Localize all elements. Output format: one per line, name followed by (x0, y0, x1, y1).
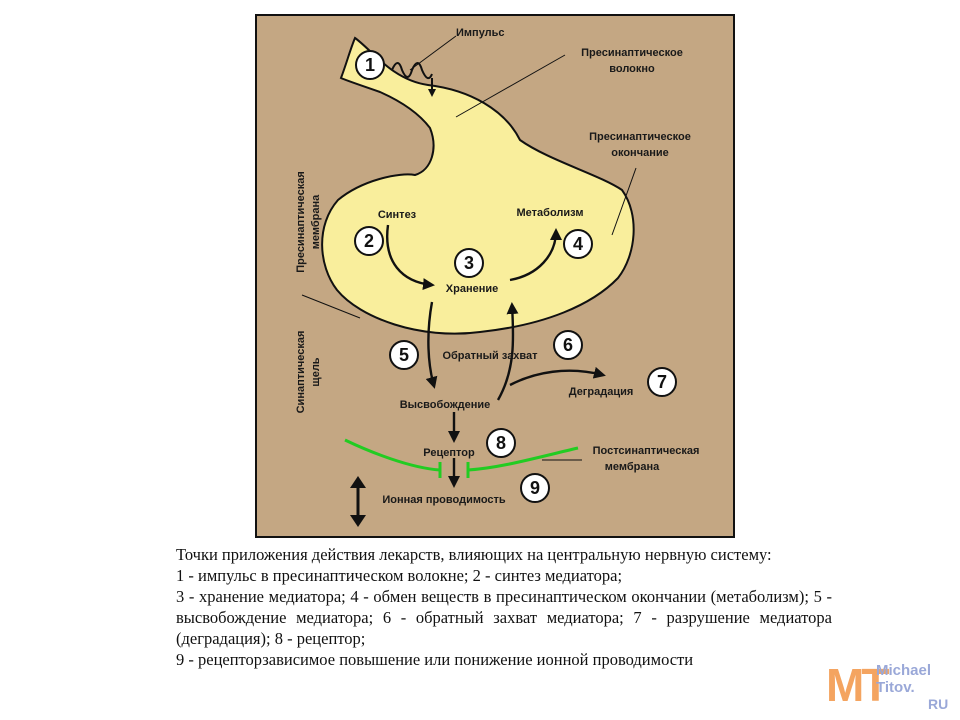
number-5: 5 (399, 345, 409, 365)
logo-name: Michael Titov. (876, 662, 931, 696)
synapse-diagram: 1 2 3 4 5 6 7 8 9 Импульс Пресинаптическ… (255, 14, 735, 538)
postsynaptic-membrane (344, 438, 579, 472)
label-metabolism: Метаболизм (517, 207, 584, 219)
number-6: 6 (563, 335, 573, 355)
figure-caption: Точки приложения действия лекарств, влия… (176, 544, 832, 670)
number-4: 4 (573, 234, 583, 254)
leader-lines (301, 35, 637, 461)
label-release: Высвобождение (400, 399, 491, 411)
label-synaptic-cleft-1: Синаптическая (295, 331, 307, 414)
label-impulse: Импульс (456, 27, 505, 39)
label-presynaptic-fiber-2: волокно (609, 63, 655, 75)
caption-line-1: 1 - импульс в пресинаптическом волокне; … (176, 566, 623, 585)
label-presynaptic-fiber-1: Пресинаптическое (581, 47, 683, 59)
number-7: 7 (657, 372, 667, 392)
label-reuptake: Обратный захват (442, 350, 538, 362)
label-presynaptic-membrane-1: Пресинаптическая (295, 171, 307, 273)
caption-title: Точки приложения действия лекарств, влия… (176, 545, 772, 564)
logo-name-1: Michael (876, 662, 932, 679)
label-storage: Хранение (446, 283, 498, 295)
number-9: 9 (530, 478, 540, 498)
number-2: 2 (364, 231, 374, 251)
label-presynaptic-membrane-2: мембрана (310, 194, 322, 249)
process-arrows (386, 224, 606, 488)
caption-line-3: 9 - рецепторзависимое повышение или пони… (176, 650, 694, 669)
label-degradation: Деградация (569, 386, 634, 398)
label-synthesis: Синтез (378, 209, 417, 221)
label-ion-conductance: Ионная проводимость (382, 494, 506, 506)
logo-mark: MT (826, 659, 889, 711)
impulse-wave (391, 62, 433, 80)
label-receptor: Рецептор (423, 447, 475, 459)
ion-conductance-arrow (350, 476, 366, 527)
number-1: 1 (365, 55, 375, 75)
logo-domain: RU (928, 696, 949, 712)
label-presynaptic-terminal-2: окончание (611, 147, 668, 159)
label-synaptic-cleft-2: щель (310, 357, 322, 386)
number-circles (354, 50, 677, 503)
label-postsynaptic-membrane-2: мембрана (605, 461, 660, 473)
logo-name-2: Titov. (876, 679, 915, 696)
number-8: 8 (496, 433, 506, 453)
label-presynaptic-terminal-1: Пресинаптическое (589, 131, 691, 143)
site-logo: MT Michael Titov. RU (822, 658, 952, 718)
number-3: 3 (464, 253, 474, 273)
caption-line-2: 3 - хранение медиатора; 4 - обмен вещест… (176, 587, 832, 648)
presynaptic-terminal-shape (321, 36, 635, 335)
label-postsynaptic-membrane-1: Постсинаптическая (593, 445, 700, 457)
